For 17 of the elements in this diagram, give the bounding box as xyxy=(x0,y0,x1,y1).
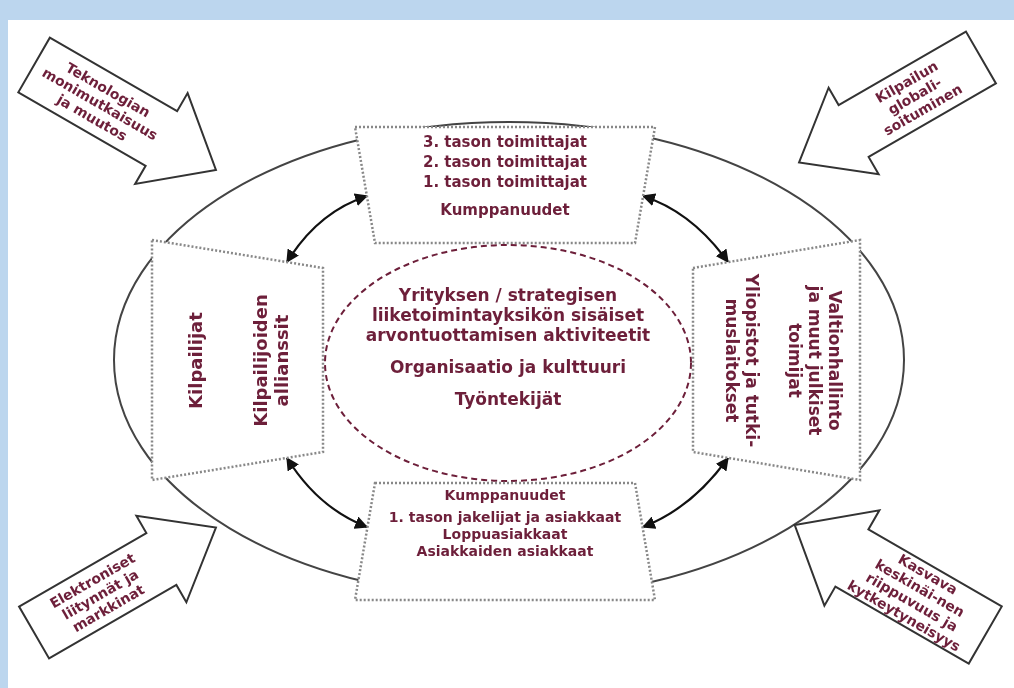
label-text: Organisaatio ja kulttuuri xyxy=(388,357,628,377)
label-text: Kumppanuudet xyxy=(443,487,567,503)
label-text: Yrityksen / strategisen liiketoimintayksikön sisäiset arvontuottamisen aktiviteetit xyxy=(364,285,652,345)
label-text: Loppuasiakkaat xyxy=(441,526,569,542)
label-text: 2. tason toimittajat xyxy=(421,153,589,171)
label-text: Työntekijät xyxy=(453,389,563,409)
label-text: Valtionhallinto ja muut julkiset toimijat xyxy=(784,285,845,435)
trapezoid-panel xyxy=(355,483,655,600)
label-text: 1. tason jakelijat ja asiakkaat xyxy=(387,509,623,525)
trapezoid-panel xyxy=(355,127,655,243)
label-text: Kilpailijat xyxy=(184,310,205,411)
label-text: Asiakkaiden asiakkaat xyxy=(415,543,595,559)
label-text: 3. tason toimittajat xyxy=(421,133,589,151)
label-text: Kilpailijoiden allianssit xyxy=(249,292,291,429)
label-text: 1. tason toimittajat xyxy=(421,173,589,191)
label-text: Kumppanuudet xyxy=(439,201,571,219)
label-text: Yliopistot ja tutki-muslaitokset xyxy=(720,272,761,449)
